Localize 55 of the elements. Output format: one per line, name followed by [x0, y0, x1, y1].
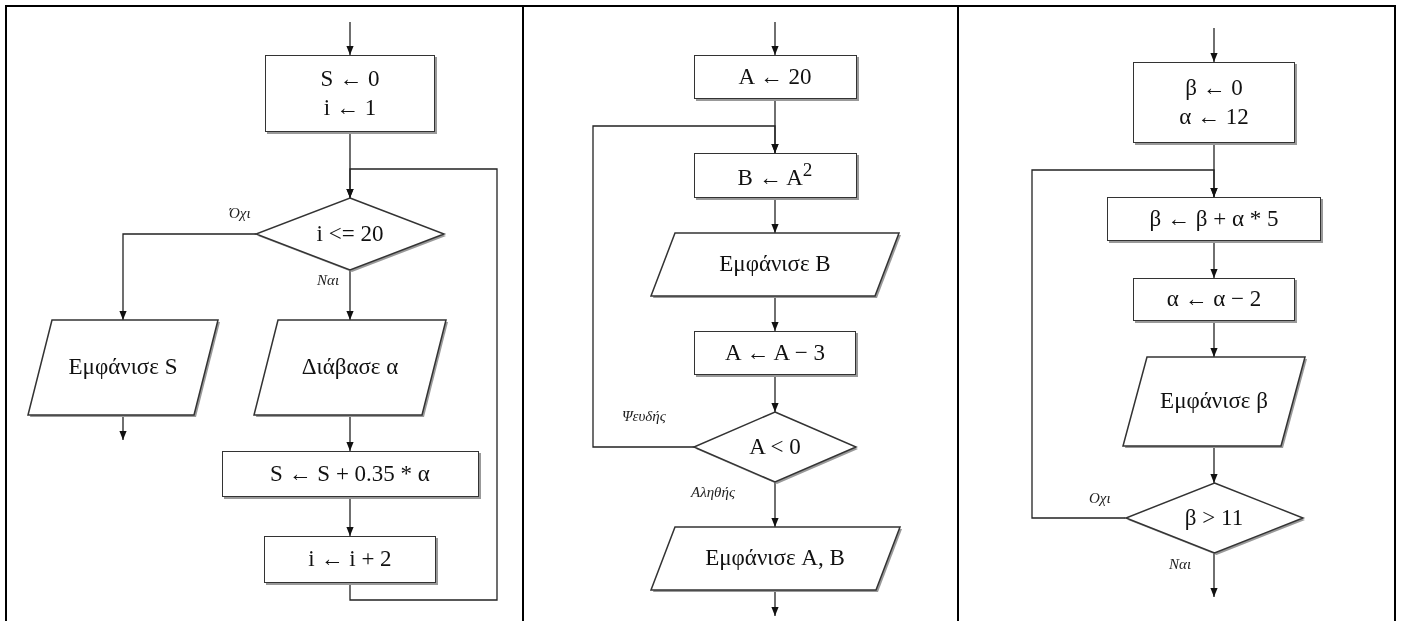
- node-text: i ← 1: [323, 93, 377, 122]
- arrow: [592, 125, 779, 448]
- edge-label: Οχι: [1088, 490, 1112, 507]
- decision-diamond: [256, 198, 444, 270]
- arrow: [346, 269, 354, 321]
- input-output-parallelogram: [651, 233, 899, 296]
- arrow: [771, 21, 779, 56]
- node-text: β > 11: [1184, 503, 1244, 532]
- node-text: Εμφάνισε A, B: [705, 544, 845, 573]
- decision-diamond: [694, 412, 856, 482]
- process-box: [264, 536, 436, 583]
- node-text: B ← A$^{2}$: [737, 158, 813, 192]
- node-text: β ← 0: [1185, 73, 1243, 102]
- input-output-parallelogram: [254, 320, 446, 415]
- process-box: [693, 55, 857, 99]
- input-output-parallelogram: [650, 527, 900, 590]
- arrow: [346, 168, 498, 601]
- input-output-parallelogram: [28, 320, 218, 415]
- node-text: A ← A − 3: [725, 338, 825, 367]
- arrow: [1210, 320, 1218, 358]
- process-box: [221, 451, 479, 497]
- edge-label: Ψευδής: [621, 408, 667, 425]
- arrow: [1210, 240, 1218, 279]
- process-box: [1133, 62, 1295, 143]
- node-text: A < 0: [749, 432, 801, 461]
- edge-label: Όχι: [228, 205, 252, 222]
- arrow: [771, 481, 779, 528]
- arrow: [346, 496, 354, 537]
- node-text: i ← i + 2: [308, 545, 392, 574]
- node-text: A ← 20: [738, 62, 812, 91]
- node-text: Εμφάνισε B: [719, 250, 831, 279]
- node-text: i <= 20: [316, 219, 384, 248]
- arrow: [771, 374, 779, 413]
- process-box: [694, 331, 856, 375]
- node-text: Διάβασε α: [300, 353, 400, 382]
- arrow: [771, 197, 779, 234]
- node-text: S ← S + 0.35 * α: [270, 459, 430, 488]
- node-text: α ← α − 2: [1166, 285, 1262, 314]
- decision-diamond: [1125, 483, 1303, 553]
- arrow: [1210, 552, 1218, 598]
- arrow: [119, 233, 257, 321]
- node-text: β ← β + α * 5: [1149, 204, 1279, 233]
- process-box: [1107, 197, 1321, 241]
- arrow: [1210, 27, 1218, 63]
- node-text: S ← 0: [320, 64, 380, 93]
- process-box: [693, 153, 857, 198]
- process-box: [265, 55, 435, 132]
- process-box: [1133, 278, 1295, 321]
- node-text: Εμφάνισε β: [1159, 387, 1269, 416]
- node-text: α ← 12: [1179, 102, 1249, 131]
- arrow: [1031, 169, 1218, 519]
- input-output-parallelogram: [1123, 357, 1305, 446]
- arrow: [346, 21, 354, 56]
- node-text: Εμφάνισε S: [68, 353, 178, 382]
- edge-label: Αληθής: [690, 484, 736, 501]
